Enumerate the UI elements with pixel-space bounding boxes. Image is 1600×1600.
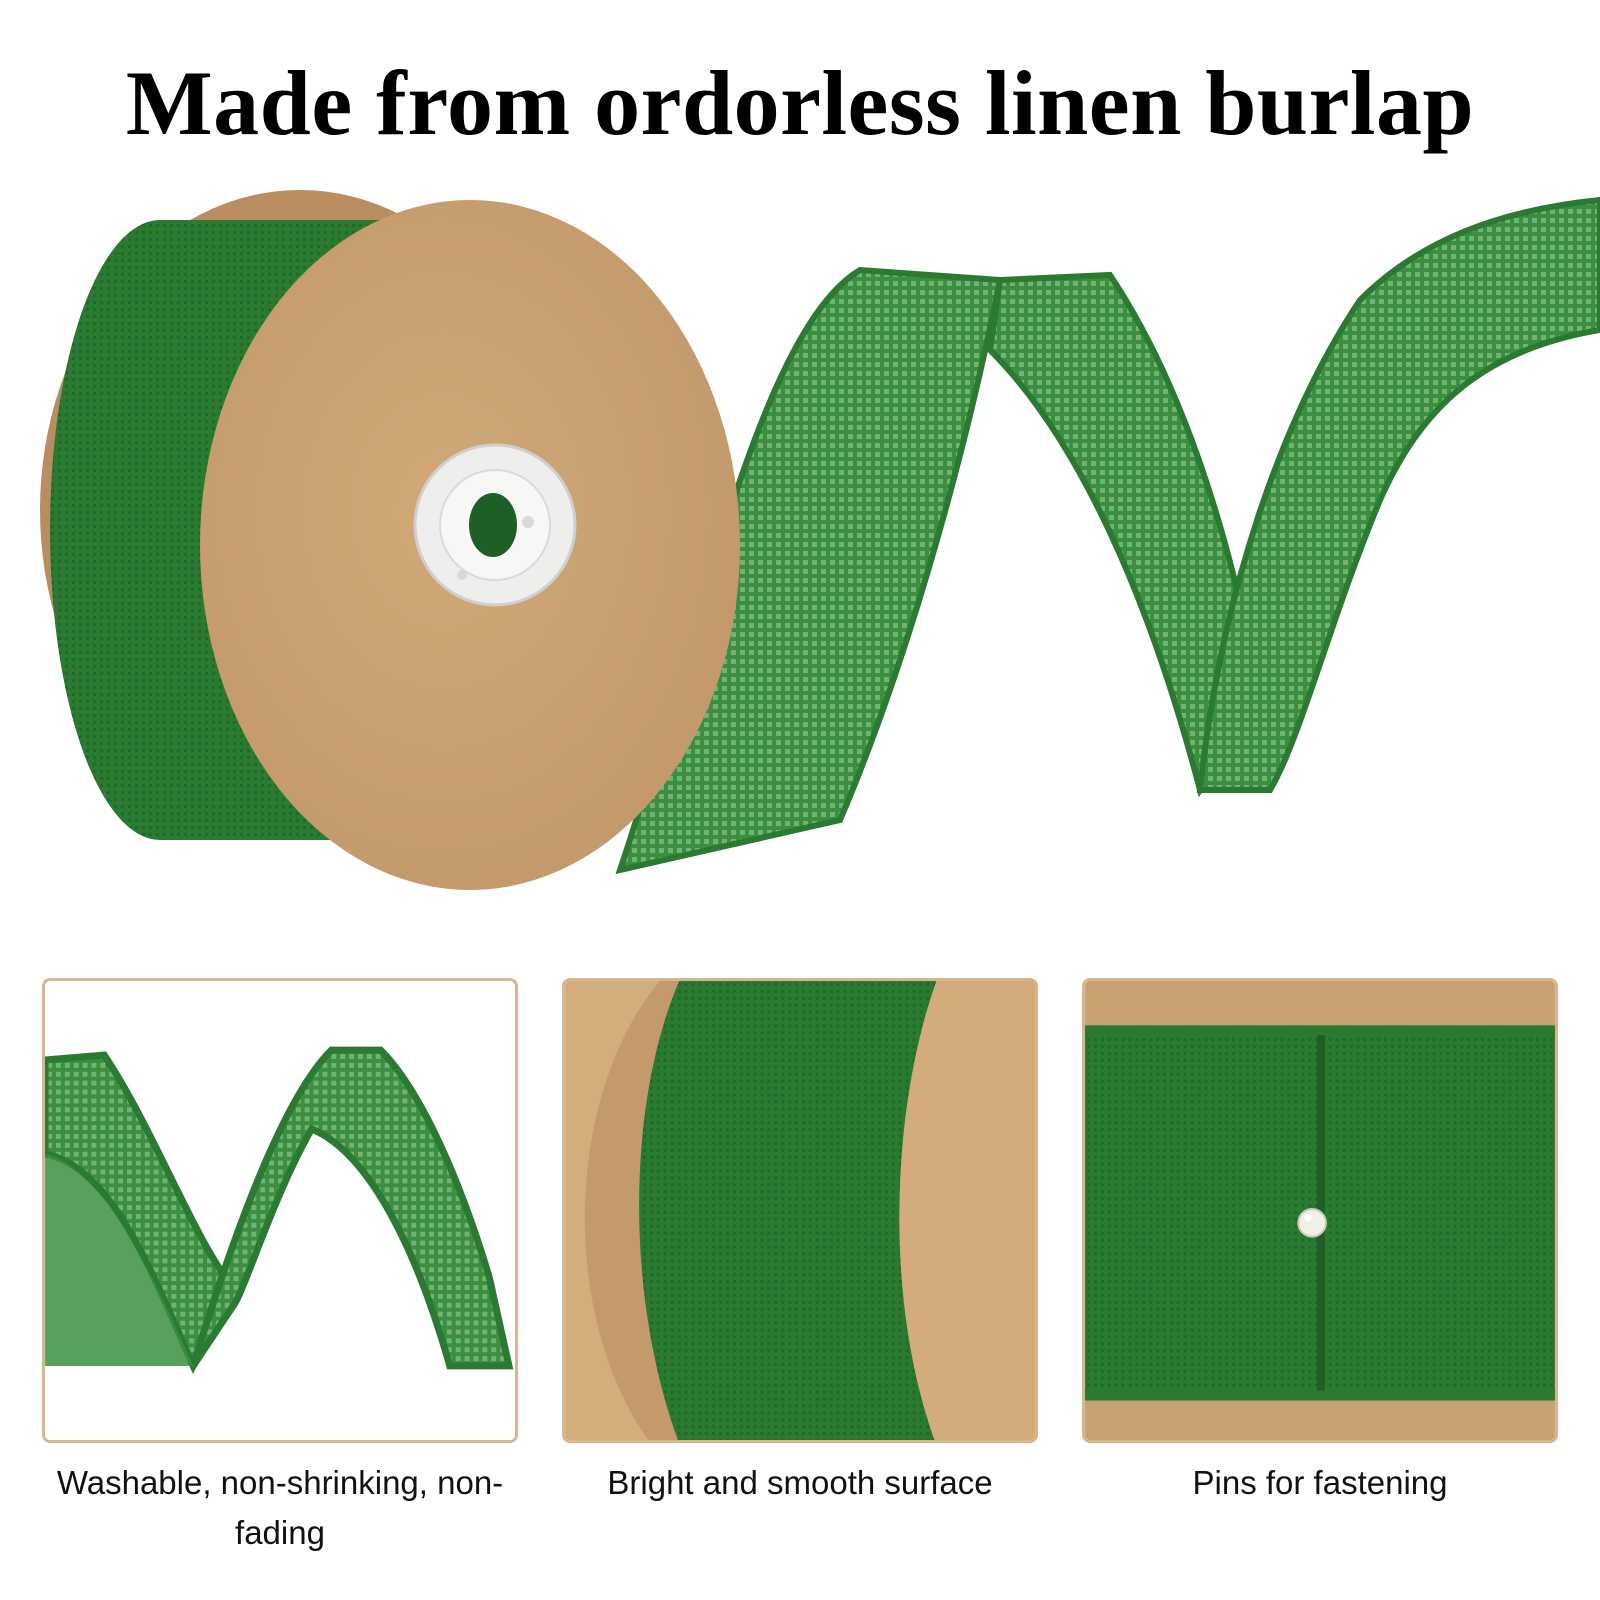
caption-pins: Pins for fastening: [1192, 1464, 1448, 1501]
caption-washable: Washable, non-shrinking, non-fading: [56, 1464, 504, 1551]
panel-surface-image: [562, 978, 1038, 1443]
panel-washable-image: [42, 978, 518, 1443]
headline: Made from ordorless linen burlap: [125, 52, 1475, 154]
hero-ribbon-spool-image: [40, 190, 1600, 890]
caption-surface: Bright and smooth surface: [607, 1464, 993, 1501]
panel-pins-image: [1082, 978, 1558, 1443]
